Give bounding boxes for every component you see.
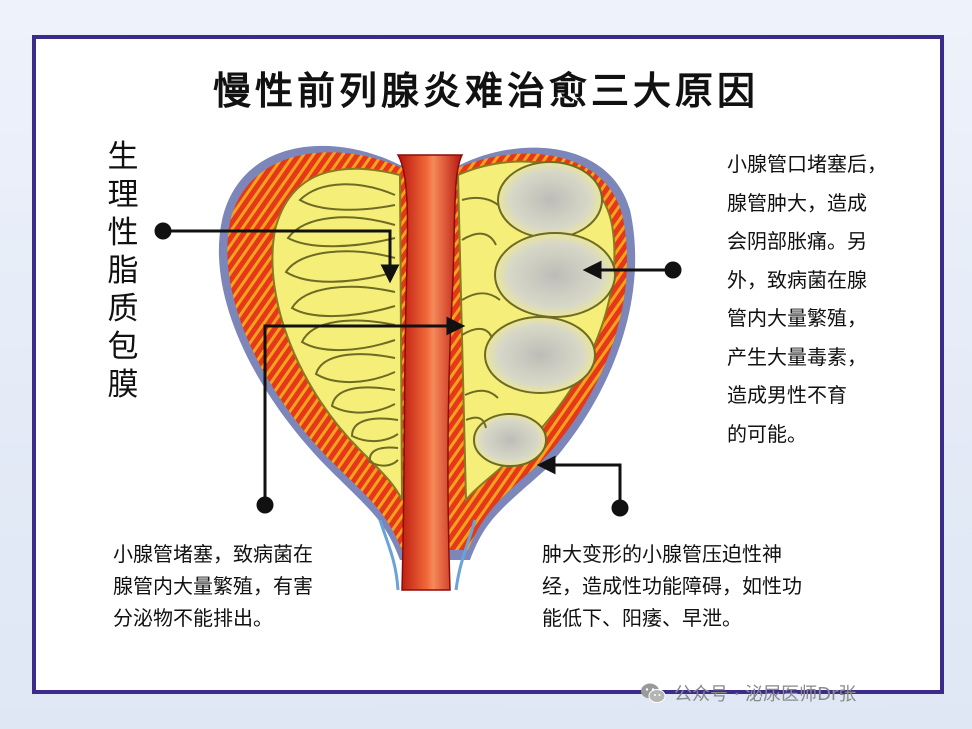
dilated-duct (494, 232, 616, 318)
note-nerve-compression: 肿大变形的小腺管压迫性神 经，造成性功能障碍，如性功 能低下、阳痿、早泄。 (542, 542, 802, 630)
wechat-icon (641, 683, 666, 703)
watermark-text: 公众号 · 泌尿医师Dr张 (674, 684, 857, 705)
page-title: 慢性前列腺炎难治愈三大原因 (212, 69, 759, 113)
dilated-duct (497, 161, 603, 239)
capsule-label-char: 包 (107, 329, 139, 365)
capsule-label-char: 质 (107, 291, 139, 327)
dilated-duct (473, 413, 547, 467)
capsule-label-char: 脂 (107, 253, 139, 289)
capsule-label: 生 理 性 脂 质 包 膜 (103, 138, 143, 404)
urethra-sheath (454, 519, 477, 591)
pointer-bottom-right-note (536, 455, 629, 517)
right-ducts (461, 161, 616, 467)
capsule-label-char: 理 (107, 177, 139, 213)
pointer-bottom-left-note (256, 316, 466, 514)
left-ducts (284, 183, 399, 467)
capsule-label-char: 生 (107, 139, 139, 175)
left-gland-lobe (271, 167, 403, 501)
urethra (396, 154, 464, 591)
pointer-right-note (582, 260, 682, 280)
urethra-sheath (378, 519, 400, 591)
note-bacteria-growth: 小腺管堵塞，致病菌在 腺管内大量繁殖，有害 分泌物不能排出。 (113, 542, 313, 630)
watermark: 公众号 · 泌尿医师Dr张 (640, 678, 856, 708)
dilated-duct (484, 316, 596, 394)
capsule-label-char: 膜 (107, 367, 139, 403)
pointer-capsule (154, 222, 400, 284)
note-duct-blockage: 小腺管口堵塞后， 腺管肿大，造成 会阴部胀痛。另 外，致病菌在腺 管内大量繁殖，… (727, 152, 887, 446)
capsule-label-char: 性 (107, 215, 139, 251)
